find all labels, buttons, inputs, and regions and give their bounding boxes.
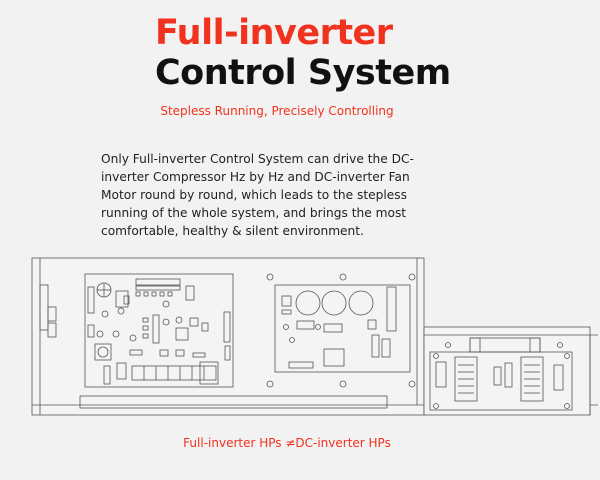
title-line-2: Control System bbox=[155, 53, 451, 93]
subtitle: Stepless Running, Precisely Controlling bbox=[160, 104, 394, 118]
title-line-1: Full-inverter bbox=[155, 13, 393, 53]
description: Only Full-inverter Control System can dr… bbox=[101, 152, 414, 238]
caption: Full-inverter HPs ≠DC-inverter HPs bbox=[183, 436, 391, 450]
